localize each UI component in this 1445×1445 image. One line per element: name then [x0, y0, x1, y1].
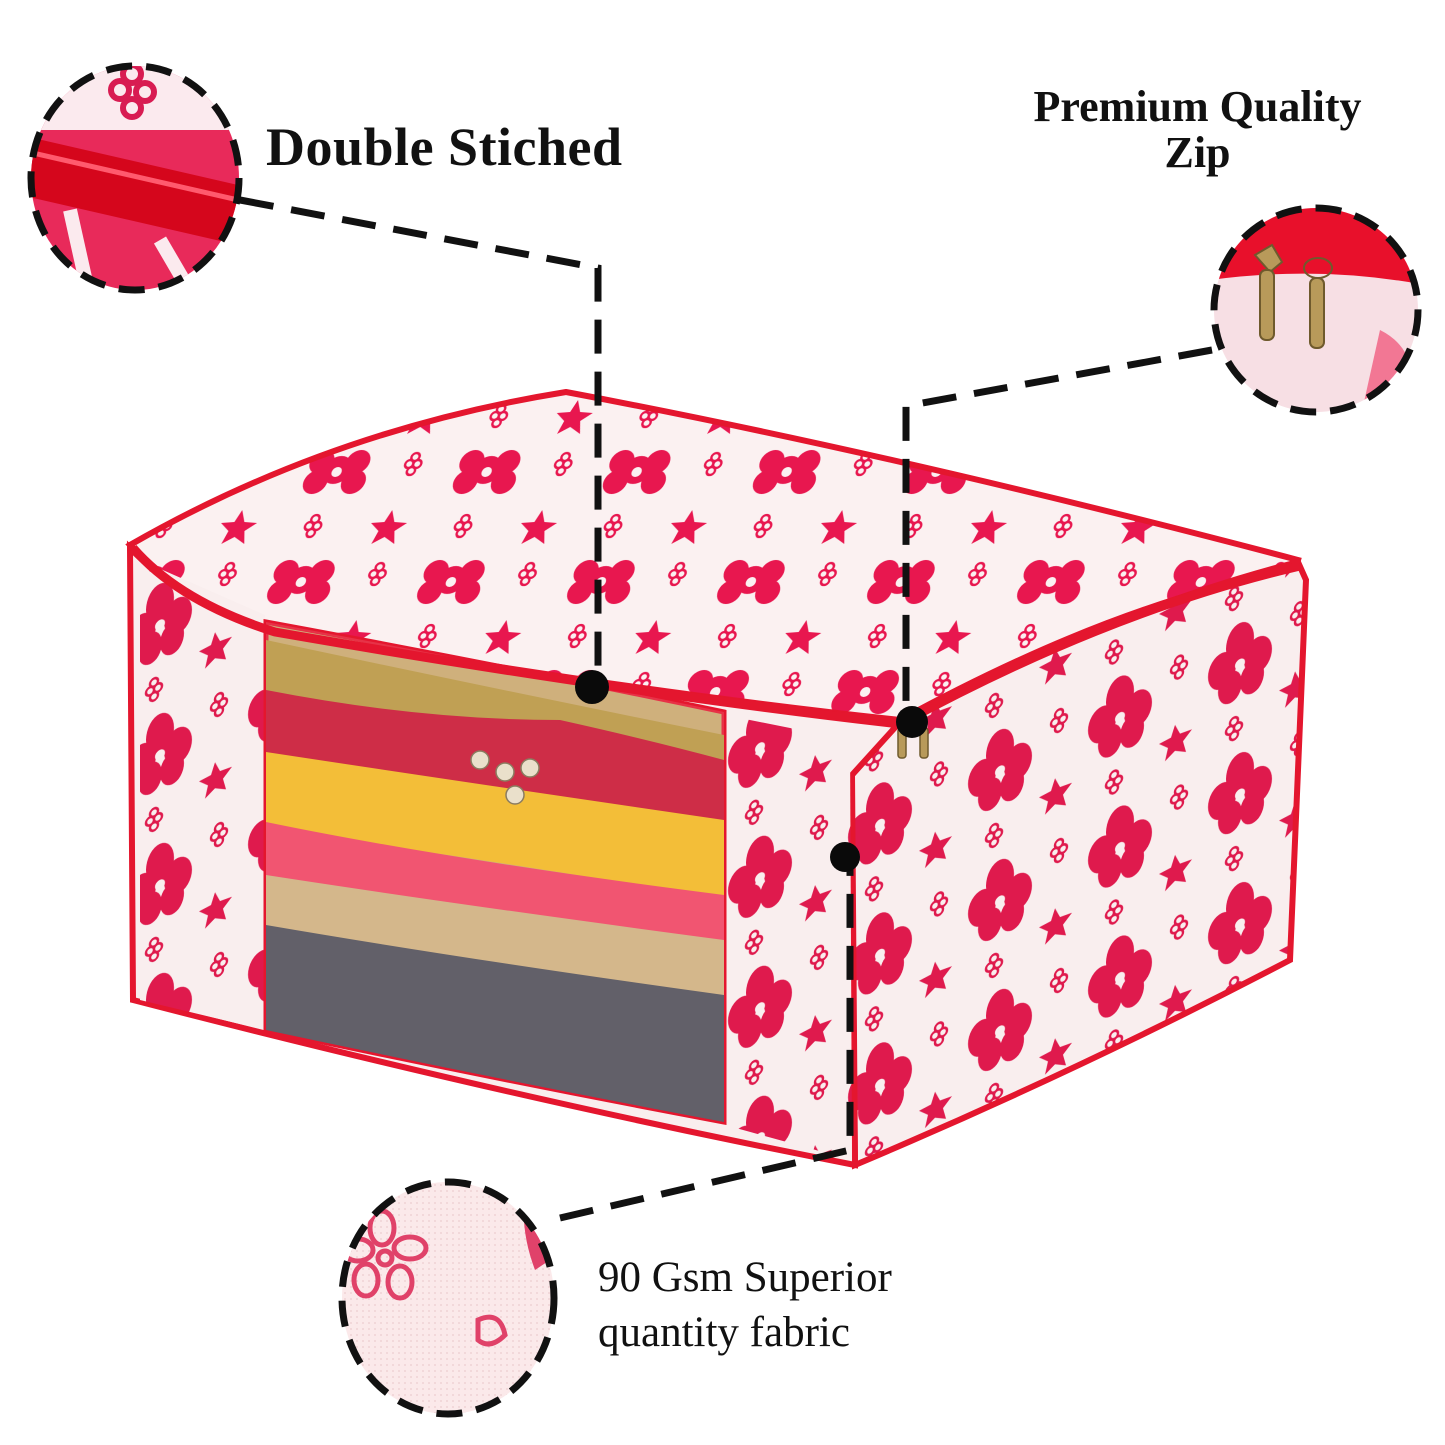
saree-grey	[266, 925, 724, 1122]
saree-yellow	[266, 752, 724, 900]
detail-circle-zip	[1210, 204, 1422, 416]
zip-piping	[129, 545, 1302, 729]
zip-pull-left	[1253, 243, 1284, 341]
saree-pink	[266, 822, 724, 945]
zip-pull-right	[1303, 257, 1333, 349]
callout-label-double-stitched: Double Stiched	[266, 117, 623, 177]
detail-circle-fabric	[338, 1178, 558, 1418]
callout-label-fabric-line1: 90 Gsm Superior	[598, 1254, 892, 1301]
clear-window	[263, 618, 727, 1126]
saree-red-bandhani	[266, 690, 724, 830]
callout-lines	[239, 196, 1213, 1222]
callout-label-premium-zip: Premium Quality Zip	[1005, 82, 1390, 178]
callout-anchor-dots	[575, 670, 928, 872]
callout-label-premium-zip-line2: Zip	[1164, 128, 1231, 178]
callout-label-fabric: 90 Gsm Superior quantity fabric	[598, 1250, 892, 1360]
saree-printed-beige	[266, 875, 724, 1000]
callout-label-premium-zip-line1: Premium Quality	[1033, 82, 1362, 131]
callout-label-fabric-line2: quantity fabric	[598, 1309, 850, 1357]
detail-circle-stitching	[27, 62, 243, 294]
